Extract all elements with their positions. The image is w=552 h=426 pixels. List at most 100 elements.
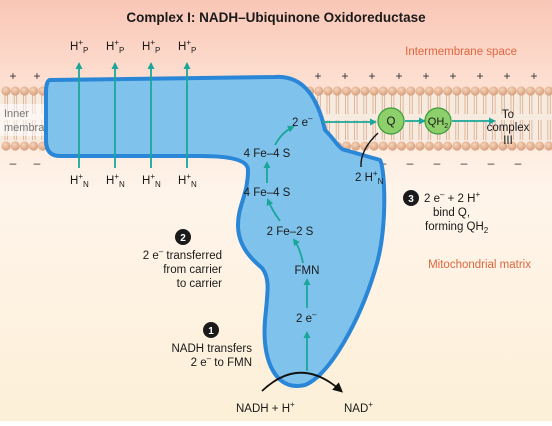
mitochondrial-matrix-label: Mitochondrial matrix (428, 259, 531, 271)
positive-charge: + (422, 69, 429, 83)
lipid-head (10, 86, 20, 96)
step-2-line1: 2 e– transferred (143, 247, 222, 262)
carrier-e-bottom: 2 e– (296, 310, 317, 325)
step-3-badge (403, 190, 419, 206)
step-3-annotation: 3 2 e– + 2 H+ bind Q, forming QH2 (403, 190, 489, 235)
step-1-annotation: 1 NADH transfers 2 e– to FMN (171, 322, 252, 369)
proton-p-side-label: H+P (106, 38, 124, 55)
lipid-head (470, 86, 480, 96)
negative-charge: – (461, 156, 468, 170)
lipid-head (378, 86, 388, 96)
proton-uptake-label: 2 H+N (355, 169, 384, 186)
lipid-head (406, 141, 416, 151)
arrow-fe4s-to-e (274, 125, 295, 146)
proton-p-side-label: H+P (142, 38, 160, 55)
lipid-head (544, 86, 552, 96)
lipid-head (535, 86, 545, 96)
lipid-head (406, 86, 416, 96)
lipid-head (489, 141, 499, 151)
carrier-e-top: 2 e– (292, 114, 313, 129)
ubiquinol-qh2 (424, 107, 452, 135)
negative-charge: – (407, 156, 414, 170)
lipid-head (489, 86, 499, 96)
step-3-line3: forming QH2 (425, 221, 489, 235)
negative-charge: – (10, 156, 17, 170)
negative-charge: – (488, 156, 495, 170)
positive-charge: + (314, 69, 321, 83)
lipid-head (516, 141, 526, 151)
nadh-label: NADH + H+ (236, 400, 295, 415)
carrier-fe2s: 2 Fe–2 S (267, 226, 314, 238)
inner-membrane-label-2: membrane (4, 122, 57, 134)
quinone-pool: Q QH2 To complex III (377, 107, 530, 147)
proton-pumps: H+PH+NH+PH+NH+PH+NH+PH+N (70, 38, 197, 189)
step-2-number: 2 (180, 233, 186, 244)
step-3-number: 3 (408, 194, 414, 205)
lipid-head (19, 86, 29, 96)
lipid-head (433, 141, 443, 151)
lipid-head (360, 141, 370, 151)
lipid-head (452, 141, 462, 151)
lipid-head (369, 141, 379, 151)
proton-p-side-label: H+P (178, 38, 196, 55)
lipid-head (341, 86, 351, 96)
lipid-head (461, 86, 471, 96)
proton-n-side-label: H+N (178, 172, 197, 189)
lipid-head (507, 86, 517, 96)
lipid-head (351, 86, 361, 96)
lipid-head (415, 141, 425, 151)
ubiquinol-label: QH2 (428, 116, 449, 130)
arrow-fmn-to-fe2s (292, 238, 304, 264)
lipid-head (443, 86, 453, 96)
lipid-head (525, 141, 536, 151)
step-3-line1: 2 e– + 2 H+ (424, 190, 480, 205)
nadh-oxidation-arrow (261, 371, 344, 393)
step-2-line2: from carrier (163, 264, 222, 276)
positive-charge: + (530, 69, 537, 83)
membrane-charges: +++++++++++–––––––– (9, 69, 537, 170)
diagram-title: Complex I: NADH–Ubiquinone Oxidoreductas… (126, 10, 426, 25)
lipid-head (470, 141, 480, 151)
lipid-head (443, 141, 453, 151)
negative-charge: – (434, 156, 441, 170)
proton-p-side-label: H+P (70, 38, 88, 55)
lipid-head (387, 141, 397, 151)
lipid-head (360, 86, 370, 96)
lipid-head (10, 141, 20, 151)
electron-transport-chain: 2 e– FMN 2 Fe–2 S 4 Fe–4 S 4 Fe–4 S 2 e– (244, 114, 377, 371)
step-1-line1: NADH transfers (171, 343, 252, 355)
nad-label: NAD+ (344, 400, 373, 415)
lipid-head (452, 86, 462, 96)
step-3-line2: bind Q, (433, 207, 470, 219)
lipid-head (424, 86, 434, 96)
lipid-head (397, 86, 407, 96)
intermembrane-space-label: Intermembrane space (405, 46, 517, 58)
lipid-head (1, 86, 11, 96)
lipid-head (351, 141, 361, 151)
inner-membrane-label: Inner (4, 108, 29, 120)
lipid-head (415, 86, 425, 96)
step-2-line3: to carrier (177, 278, 223, 290)
to-complex-iii-line2: complex (487, 122, 530, 134)
positive-charge: + (341, 69, 348, 83)
lipid-head (461, 141, 471, 151)
step-2-annotation: 2 2 e– transferred from carrier to carri… (143, 229, 222, 290)
lipid-head (498, 141, 508, 151)
carrier-fe4s-lower: 4 Fe–4 S (244, 187, 291, 199)
lipid-head (323, 86, 333, 96)
lipid-head (498, 86, 508, 96)
to-complex-iii-line1: To (502, 109, 514, 121)
lipid-head (369, 86, 379, 96)
lipid-head (1, 141, 11, 151)
positive-charge: + (449, 69, 456, 83)
ubiquinone-q (377, 107, 405, 135)
step-1-badge (203, 322, 219, 338)
positive-charge: + (476, 69, 483, 83)
lipid-head (28, 141, 39, 151)
lipid-head (525, 86, 536, 96)
lipid-head (507, 141, 517, 151)
carrier-fmn: FMN (295, 265, 320, 277)
lipid-head (535, 141, 545, 151)
